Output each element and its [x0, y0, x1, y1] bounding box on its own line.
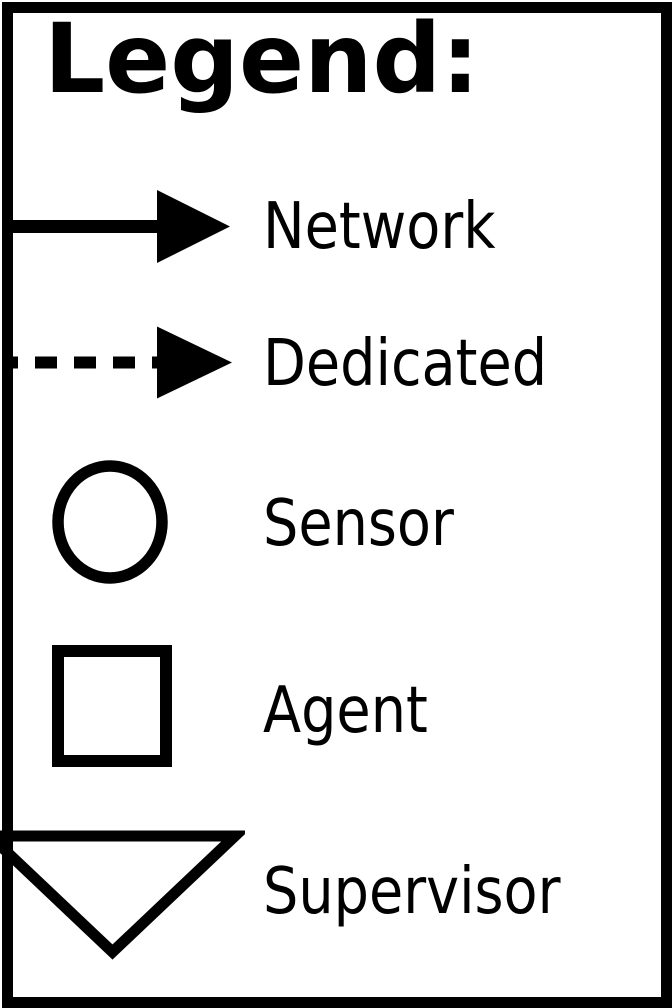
legend-label-network: Network [263, 190, 496, 264]
legend-label-agent: Agent [263, 674, 428, 748]
sensor-circle-icon [52, 460, 168, 584]
supervisor-triangle-icon [0, 830, 245, 960]
legend-label-dedicated: Dedicated [263, 327, 548, 401]
legend-label-supervisor: Supervisor [263, 855, 561, 929]
legend-title: Legend: [44, 3, 480, 115]
dedicated-dashed-arrow-icon [8, 326, 232, 399]
network-solid-arrow-icon [6, 190, 230, 263]
legend-label-sensor: Sensor [263, 487, 454, 561]
agent-square-icon [52, 645, 172, 767]
